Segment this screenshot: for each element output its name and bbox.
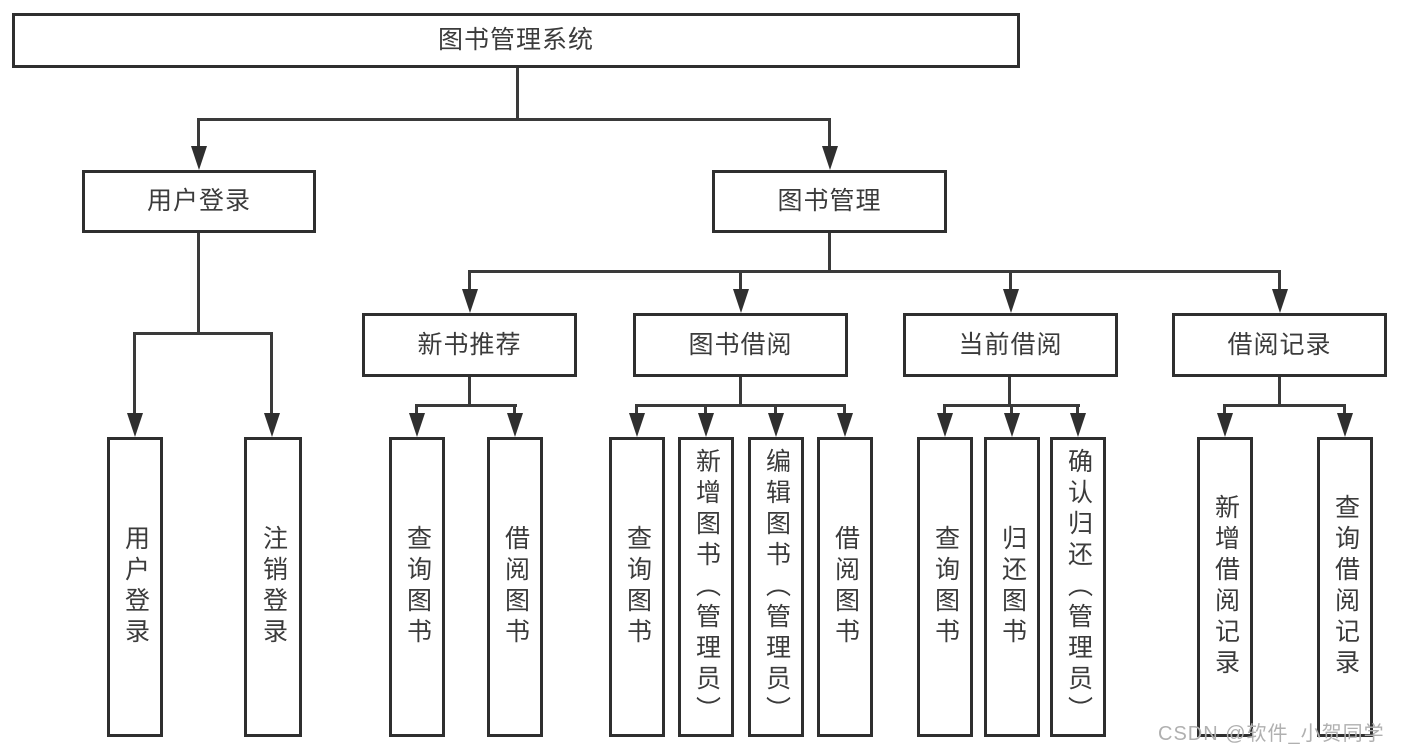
- leaf-add-borrow-record: 新增借阅记录: [1197, 437, 1253, 737]
- edge-line: [133, 332, 136, 413]
- arrow-down-icon: [1070, 413, 1086, 437]
- node-label: 编辑图书（管理员）: [762, 447, 791, 727]
- node-book-borrowing: 图书借阅: [633, 313, 848, 377]
- edge-line: [635, 404, 846, 407]
- edge-line: [1009, 270, 1012, 290]
- node-label: 注销登录: [259, 525, 288, 649]
- node-label: 图书借阅: [688, 330, 793, 359]
- leaf-edit-books-admin: 编辑图书（管理员）: [748, 437, 804, 737]
- node-label: 图书管理系统: [437, 26, 594, 54]
- leaf-return-books: 归还图书: [984, 437, 1040, 737]
- node-label: 图书管理: [777, 187, 882, 215]
- edge-line: [1343, 404, 1346, 414]
- edge-line: [1278, 270, 1281, 290]
- node-label: 归还图书: [998, 525, 1027, 649]
- node-label: 查询图书: [931, 525, 960, 649]
- edge-line: [774, 404, 777, 414]
- edge-line: [516, 68, 519, 121]
- node-label: 新书推荐: [417, 330, 522, 359]
- arrow-down-icon: [1003, 289, 1019, 313]
- node-borrowing-records: 借阅记录: [1172, 313, 1387, 377]
- leaf-logout: 注销登录: [244, 437, 302, 737]
- arrow-down-icon: [733, 289, 749, 313]
- edge-line: [1010, 404, 1013, 414]
- node-label: 借阅图书: [501, 525, 530, 649]
- node-label: 新增图书（管理员）: [692, 447, 721, 727]
- edge-line: [468, 270, 1281, 273]
- arrow-down-icon: [462, 289, 478, 313]
- leaf-query-books-borrowing: 查询图书: [609, 437, 665, 737]
- node-label: 确认归还（管理员）: [1064, 447, 1093, 727]
- leaf-user-login: 用户登录: [107, 437, 163, 737]
- leaf-borrow-books-recommendation: 借阅图书: [487, 437, 543, 737]
- arrow-down-icon: [1217, 413, 1233, 437]
- leaf-add-books-admin: 新增图书（管理员）: [678, 437, 734, 737]
- arrow-down-icon: [507, 413, 523, 437]
- node-label: 新增借阅记录: [1211, 494, 1240, 680]
- node-label: 查询图书: [403, 525, 432, 649]
- leaf-borrow-books: 借阅图书: [817, 437, 873, 737]
- edge-line: [1223, 404, 1226, 414]
- edge-line: [1278, 377, 1281, 407]
- arrow-down-icon: [264, 413, 280, 437]
- edge-line: [270, 332, 273, 413]
- node-book-management: 图书管理: [712, 170, 947, 233]
- edge-line: [1223, 404, 1346, 407]
- arrow-down-icon: [191, 146, 207, 170]
- node-label: 用户登录: [121, 525, 150, 649]
- node-label: 当前借阅: [958, 330, 1063, 359]
- leaf-query-borrow-record: 查询借阅记录: [1317, 437, 1373, 737]
- node-library-management-system: 图书管理系统: [12, 13, 1020, 68]
- arrow-down-icon: [822, 146, 838, 170]
- arrow-down-icon: [937, 413, 953, 437]
- edge-line: [513, 404, 516, 414]
- node-label: 查询借阅记录: [1331, 494, 1360, 680]
- node-label: 用户登录: [146, 187, 251, 215]
- arrow-down-icon: [629, 413, 645, 437]
- edge-line: [468, 270, 471, 290]
- edge-line: [1008, 377, 1011, 407]
- arrow-down-icon: [1337, 413, 1353, 437]
- node-user-login: 用户登录: [82, 170, 316, 233]
- edge-line: [133, 332, 273, 335]
- arrow-down-icon: [768, 413, 784, 437]
- edge-line: [843, 404, 846, 414]
- edge-line: [197, 233, 200, 334]
- csdn-watermark: CSDN @软件_小贺同学: [1158, 723, 1385, 745]
- leaf-query-books-recommendation: 查询图书: [389, 437, 445, 737]
- edge-line: [635, 404, 638, 414]
- edge-line: [197, 118, 200, 146]
- node-label: 借阅记录: [1227, 330, 1332, 359]
- edge-line: [415, 404, 517, 407]
- edge-line: [415, 404, 418, 414]
- node-label: 借阅图书: [831, 525, 860, 649]
- edge-line: [739, 270, 742, 290]
- edge-line: [828, 233, 831, 273]
- leaf-query-books-current: 查询图书: [917, 437, 973, 737]
- edge-line: [468, 377, 471, 407]
- arrow-down-icon: [1004, 413, 1020, 437]
- edge-line: [704, 404, 707, 414]
- node-label: 查询图书: [623, 525, 652, 649]
- arrow-down-icon: [127, 413, 143, 437]
- edge-line: [197, 118, 831, 121]
- arrow-down-icon: [409, 413, 425, 437]
- arrow-down-icon: [1272, 289, 1288, 313]
- arrow-down-icon: [698, 413, 714, 437]
- edge-line: [1076, 404, 1079, 414]
- edge-line: [943, 404, 946, 414]
- edge-line: [828, 118, 831, 146]
- arrow-down-icon: [837, 413, 853, 437]
- node-new-book-recommendation: 新书推荐: [362, 313, 577, 377]
- node-current-borrowing: 当前借阅: [903, 313, 1118, 377]
- leaf-confirm-return-admin: 确认归还（管理员）: [1050, 437, 1106, 737]
- edge-line: [739, 377, 742, 407]
